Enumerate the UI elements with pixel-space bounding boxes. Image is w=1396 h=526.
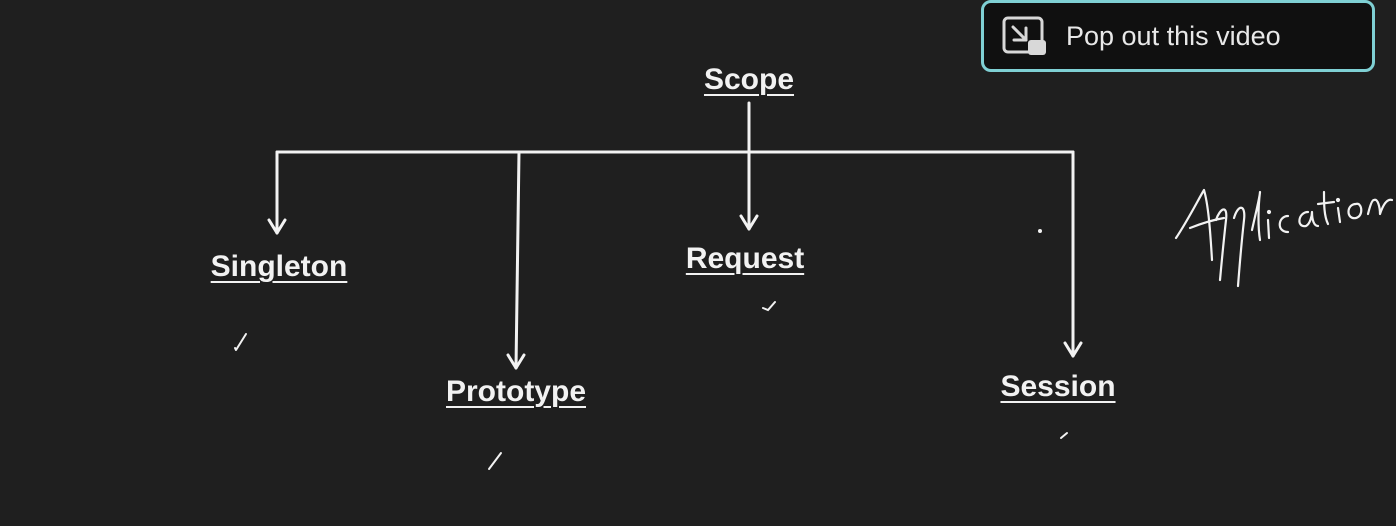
tick-mark-request [762, 301, 776, 312]
node-prototype: Prototype [445, 375, 587, 408]
tick-mark-session [1060, 432, 1068, 439]
pop-out-video-button[interactable]: Pop out this video [981, 0, 1375, 72]
ink-dot [1038, 229, 1042, 233]
arrowhead-session [1063, 341, 1083, 358]
arrow-prototype [514, 150, 521, 370]
tick-mark-singleton [234, 333, 247, 351]
tick-mark-prototype [488, 452, 502, 470]
arrowhead-request [739, 214, 759, 231]
arrowhead-prototype [506, 353, 526, 370]
arrowhead-singleton [267, 218, 287, 235]
pop-out-label: Pop out this video [1066, 20, 1281, 51]
handwritten-note-application [1174, 188, 1394, 288]
node-request: Request [685, 242, 805, 275]
picture-in-picture-icon [1002, 16, 1046, 55]
node-singleton: Singleton [210, 250, 348, 283]
node-session: Session [1000, 370, 1116, 403]
node-scope: Scope [703, 63, 795, 96]
